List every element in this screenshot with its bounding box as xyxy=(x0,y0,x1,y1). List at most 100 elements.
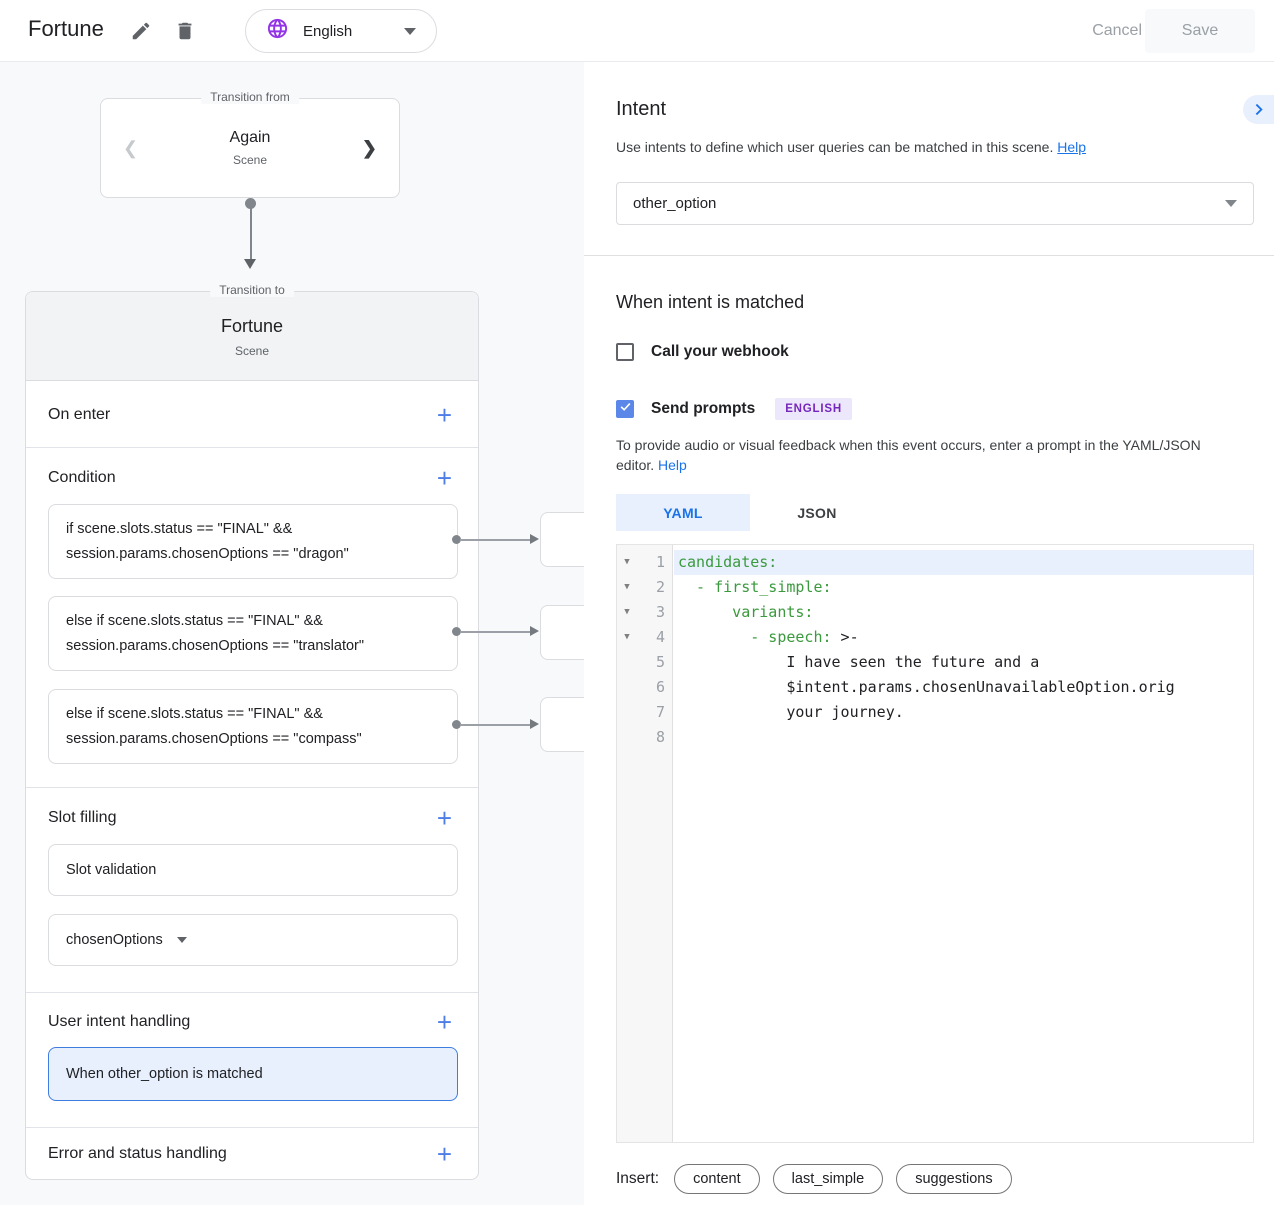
transition-to-legend: Transition to xyxy=(210,283,294,297)
connector-dot xyxy=(452,535,461,544)
slot-chosenoptions-item[interactable]: chosenOptions xyxy=(48,914,458,966)
intent-help-link[interactable]: Help xyxy=(1057,139,1087,155)
slot-filling-section: Slot filling + Slot validation chosenOpt… xyxy=(26,788,478,993)
code-line[interactable]: 8 xyxy=(617,725,1253,750)
condition-label: Condition xyxy=(48,469,116,486)
transition-from-type: Scene xyxy=(232,153,268,167)
code-fold-icon[interactable]: ▼ xyxy=(624,582,630,592)
code-line[interactable]: ▼2 - first_simple: xyxy=(617,575,1253,600)
connector-dot xyxy=(452,720,461,729)
transition-from-legend: Transition from xyxy=(201,90,299,104)
code-text: your journey. xyxy=(678,703,904,721)
condition-line: else if scene.slots.status == "FINAL" && xyxy=(66,613,323,629)
scene-title: Fortune xyxy=(28,16,104,41)
intent-handler-label: When other_option is matched xyxy=(66,1066,263,1082)
condition-line: session.params.chosenOptions == "transla… xyxy=(66,638,365,654)
intent-select[interactable]: other_option xyxy=(616,182,1254,225)
condition-line: else if scene.slots.status == "FINAL" && xyxy=(66,706,323,722)
webhook-checkbox[interactable] xyxy=(616,343,634,361)
add-error-handler-button[interactable]: + xyxy=(436,1139,452,1169)
intent-detail-panel: Intent Use intents to define which user … xyxy=(584,62,1274,1205)
add-intent-handler-button[interactable]: + xyxy=(436,1007,452,1037)
chevron-right-icon xyxy=(1250,103,1267,121)
connector-arrow-head-icon xyxy=(530,534,539,544)
code-fold-icon[interactable]: ▼ xyxy=(624,557,630,567)
add-on-enter-button[interactable]: + xyxy=(436,399,452,430)
condition-item-translator[interactable]: else if scene.slots.status == "FINAL" &&… xyxy=(48,596,458,671)
connector-line xyxy=(460,539,530,541)
code-text: I have seen the future and a xyxy=(678,653,1040,671)
delete-scene-button[interactable] xyxy=(172,19,198,45)
code-line[interactable]: 6 $intent.params.chosenUnavailableOption… xyxy=(617,675,1253,700)
line-number: 6 xyxy=(655,678,665,696)
code-line[interactable]: ▼4 - speech: >- xyxy=(617,625,1253,650)
intent-handler-item-selected[interactable]: When other_option is matched xyxy=(48,1047,458,1101)
on-enter-section: On enter + xyxy=(26,381,478,448)
transition-target-card[interactable] xyxy=(540,697,584,752)
code-text: variants: xyxy=(678,603,814,621)
tab-yaml[interactable]: YAML xyxy=(616,494,750,531)
add-condition-button[interactable]: + xyxy=(436,463,452,493)
code-line[interactable]: 7 your journey. xyxy=(617,700,1253,725)
slot-validation-label: Slot validation xyxy=(66,862,157,878)
dropdown-caret-icon xyxy=(1225,200,1237,207)
section-divider xyxy=(584,255,1274,256)
flow-arrow-head-icon xyxy=(244,259,256,269)
condition-line: if scene.slots.status == "FINAL" && xyxy=(66,521,293,537)
code-line[interactable]: 5 I have seen the future and a xyxy=(617,650,1253,675)
connector-arrow-head-icon xyxy=(530,719,539,729)
connector-dot xyxy=(452,627,461,636)
send-prompts-checkbox[interactable] xyxy=(616,400,634,418)
intent-select-value: other_option xyxy=(633,195,717,212)
code-text: - speech: >- xyxy=(678,628,859,646)
insert-toolbar: Insert: content last_simple suggestions xyxy=(616,1164,1025,1194)
insert-suggestions-button[interactable]: suggestions xyxy=(896,1164,1012,1194)
prompts-help-link[interactable]: Help xyxy=(658,457,687,473)
transition-from-name[interactable]: Again xyxy=(229,129,271,146)
condition-line: session.params.chosenOptions == "compass… xyxy=(66,731,362,747)
insert-content-button[interactable]: content xyxy=(674,1164,760,1194)
transition-target-card[interactable] xyxy=(540,512,584,567)
line-number: 2 xyxy=(655,578,665,596)
line-number: 5 xyxy=(655,653,665,671)
error-handling-section: Error and status handling + xyxy=(26,1128,478,1180)
slot-validation-item[interactable]: Slot validation xyxy=(48,844,458,896)
connector-line xyxy=(460,631,530,633)
panel-collapse-button[interactable] xyxy=(1243,95,1274,124)
scene-card-type: Scene xyxy=(234,344,270,358)
condition-item-dragon[interactable]: if scene.slots.status == "FINAL" && sess… xyxy=(48,504,458,579)
send-prompts-label: Send prompts xyxy=(651,400,756,417)
language-selector[interactable]: English xyxy=(245,9,437,53)
condition-section: Condition + if scene.slots.status == "FI… xyxy=(26,448,478,788)
chevron-left-icon[interactable]: ❮ xyxy=(119,135,142,161)
add-slot-button[interactable]: + xyxy=(436,803,452,833)
transition-target-card[interactable] xyxy=(540,605,584,660)
send-prompts-checkbox-row[interactable]: Send prompts ENGLISH xyxy=(616,398,852,420)
active-line-highlight xyxy=(674,550,1253,575)
cancel-button[interactable]: Cancel xyxy=(1092,14,1142,48)
slot-filling-label: Slot filling xyxy=(48,809,117,826)
webhook-checkbox-row[interactable]: Call your webhook xyxy=(616,343,789,361)
code-fold-icon[interactable]: ▼ xyxy=(624,632,630,642)
language-label: English xyxy=(303,22,353,40)
insert-last-simple-button[interactable]: last_simple xyxy=(772,1164,884,1194)
save-button[interactable]: Save xyxy=(1145,9,1255,53)
condition-item-compass[interactable]: else if scene.slots.status == "FINAL" &&… xyxy=(48,689,458,764)
connector-line xyxy=(460,724,530,726)
intent-description-text: Use intents to define which user queries… xyxy=(616,139,1058,155)
code-fold-icon[interactable]: ▼ xyxy=(624,607,630,617)
edit-scene-button[interactable] xyxy=(128,19,154,45)
line-number: 7 xyxy=(655,703,665,721)
insert-label: Insert: xyxy=(616,1170,660,1187)
scene-flow-panel: Transition from ❮ Again Scene ❯ Transiti… xyxy=(0,62,584,1205)
editor-gutter xyxy=(617,545,673,1142)
delete-trash-icon xyxy=(174,22,196,45)
flow-connector-dot xyxy=(245,198,256,209)
code-line[interactable]: ▼3 variants: xyxy=(617,600,1253,625)
globe-icon xyxy=(266,17,289,45)
error-handling-label: Error and status handling xyxy=(48,1145,227,1162)
chevron-right-icon[interactable]: ❯ xyxy=(358,135,381,161)
tab-json[interactable]: JSON xyxy=(797,504,837,521)
